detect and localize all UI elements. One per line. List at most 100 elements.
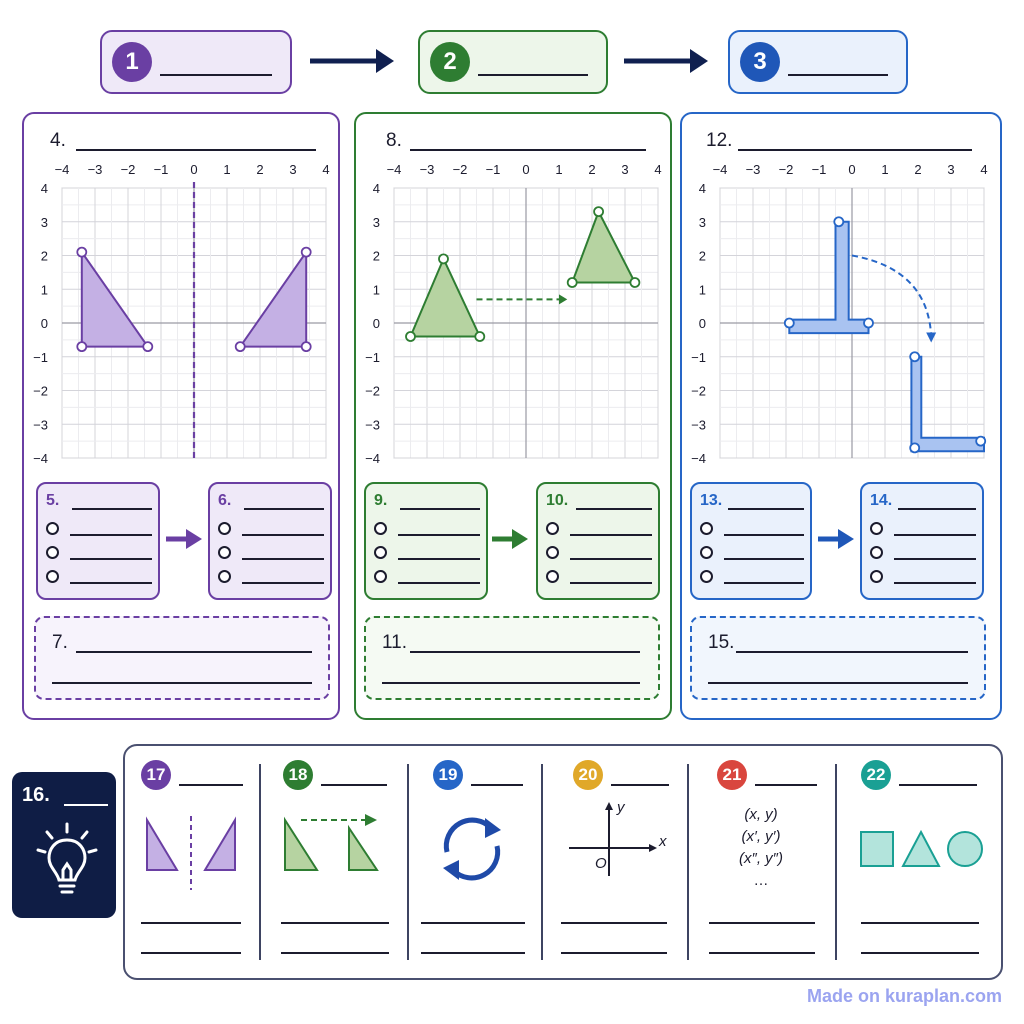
option-line[interactable] [70,558,152,560]
option-line[interactable] [570,558,652,560]
radio-option[interactable] [546,570,559,583]
column-18-title-line[interactable] [321,784,387,786]
question-12-answer-line[interactable] [738,149,972,151]
column-22-line-1[interactable] [861,922,979,924]
vertex-point[interactable] [833,216,845,228]
question-9-line[interactable] [400,508,480,510]
vertex-point[interactable] [142,341,154,353]
column-22-title-line[interactable] [899,784,977,786]
y-tick-label: 0 [699,316,706,331]
radio-option[interactable] [46,570,59,583]
column-17-line-2[interactable] [141,952,241,954]
vertex-point[interactable] [405,331,416,342]
column-18-line-2[interactable] [281,952,389,954]
option-line[interactable] [398,534,480,536]
vertex-point[interactable] [783,317,795,329]
column-20-line-1[interactable] [561,922,667,924]
vertex-point[interactable] [629,277,641,288]
vertex-point[interactable] [474,331,486,342]
column-19-title-line[interactable] [471,784,523,786]
radio-option[interactable] [870,570,883,583]
question-8-label: 8. [386,130,402,151]
question-16-label: 16. [22,784,50,806]
column-21-line-2[interactable] [709,952,815,954]
x-tick-label: −1 [486,162,501,177]
option-line[interactable] [242,582,324,584]
step-1-blank[interactable] [160,74,272,76]
option-line[interactable] [570,582,652,584]
question-16-blank[interactable] [64,804,108,806]
radio-option[interactable] [46,522,59,535]
radio-option[interactable] [700,522,713,535]
radio-option[interactable] [546,546,559,559]
option-line[interactable] [398,558,480,560]
column-17-title-line[interactable] [179,784,243,786]
column-21-title-line[interactable] [755,784,817,786]
x-tick-label: 0 [848,162,855,177]
option-line[interactable] [242,534,324,536]
question-7-line-2[interactable] [52,682,312,684]
vertex-point[interactable] [76,341,88,353]
question-8-answer-line[interactable] [410,149,646,151]
option-line[interactable] [724,558,804,560]
question-7-line-1[interactable] [76,651,312,653]
question-13-line[interactable] [728,508,804,510]
vertex-point[interactable] [909,442,921,454]
vertex-point[interactable] [909,351,921,363]
radio-option[interactable] [700,546,713,559]
column-19-line-2[interactable] [421,952,525,954]
option-line[interactable] [398,582,480,584]
radio-option[interactable] [870,546,883,559]
column-22-line-2[interactable] [861,952,979,954]
radio-option[interactable] [870,522,883,535]
vertex-point[interactable] [438,253,449,265]
question-15-line-2[interactable] [708,682,968,684]
tip-box: 16. [12,772,116,918]
option-line[interactable] [894,558,976,560]
vertex-point[interactable] [863,317,874,329]
radio-option[interactable] [218,522,231,535]
radio-option[interactable] [218,570,231,583]
question-11-line-2[interactable] [382,682,640,684]
step-3-blank[interactable] [788,74,888,76]
column-19-line-1[interactable] [421,922,525,924]
option-line[interactable] [70,582,152,584]
radio-option[interactable] [46,546,59,559]
option-line[interactable] [724,582,804,584]
radio-option[interactable] [374,546,387,559]
question-15-line-1[interactable] [736,651,968,653]
vertex-point[interactable] [300,341,312,353]
vertex-point[interactable] [566,277,578,288]
option-line[interactable] [70,534,152,536]
y-tick-label: −4 [33,451,48,466]
radio-option[interactable] [546,522,559,535]
question-5-line[interactable] [72,508,152,510]
option-line[interactable] [894,582,976,584]
vertex-point[interactable] [234,341,246,353]
option-line[interactable] [570,534,652,536]
step-2-blank[interactable] [478,74,588,76]
column-17-line-1[interactable] [141,922,241,924]
radio-option[interactable] [374,522,387,535]
question-6-line[interactable] [244,508,324,510]
column-21-line-1[interactable] [709,922,815,924]
option-line[interactable] [894,534,976,536]
radio-option[interactable] [700,570,713,583]
radio-option[interactable] [218,546,231,559]
vertex-point[interactable] [76,246,88,258]
option-line[interactable] [724,534,804,536]
column-20-line-2[interactable] [561,952,667,954]
option-line[interactable] [242,558,324,560]
x-tick-label: 3 [289,162,296,177]
column-18-line-1[interactable] [281,922,389,924]
question-4-answer-line[interactable] [76,149,316,151]
vertex-point[interactable] [593,206,605,218]
radio-option[interactable] [374,570,387,583]
vertex-point[interactable] [975,435,987,447]
footer-credit[interactable]: Made on kuraplan.com [806,986,1002,1006]
column-20-title-line[interactable] [611,784,669,786]
question-14-line[interactable] [898,508,976,510]
question-10-line[interactable] [576,508,652,510]
vertex-point[interactable] [300,246,312,258]
question-11-line-1[interactable] [410,651,640,653]
